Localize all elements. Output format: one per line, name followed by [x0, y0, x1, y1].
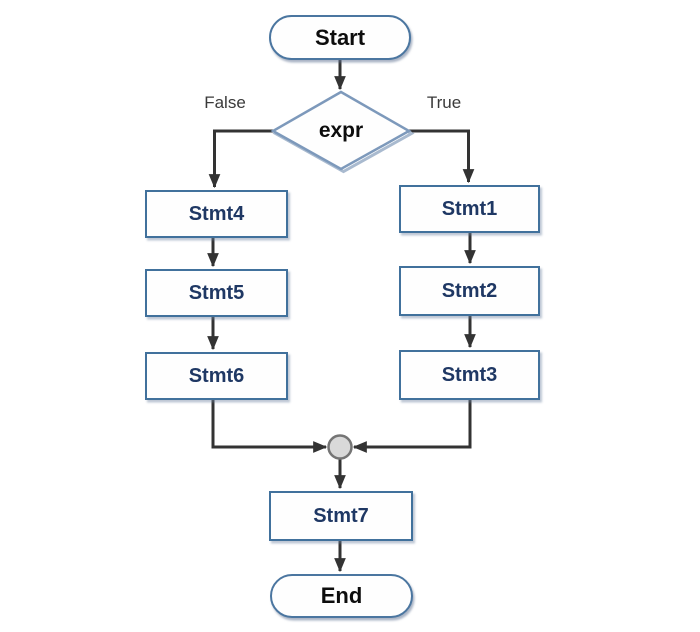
node-stmt1-label: Stmt1 — [441, 197, 498, 220]
node-stmt7: Stmt7 — [269, 491, 413, 541]
node-stmt6: Stmt6 — [145, 352, 288, 400]
decision-diamond — [270, 90, 412, 171]
node-start: Start — [269, 15, 411, 60]
node-stmt2: Stmt2 — [399, 266, 540, 316]
node-stmt6-label: Stmt6 — [188, 364, 245, 387]
edge-decision-stmt4-false — [208, 129, 273, 189]
node-end-label: End — [320, 583, 363, 608]
branch-label-true: True — [413, 92, 475, 114]
node-decision-label: expr — [291, 116, 391, 146]
node-stmt3-label: Stmt3 — [441, 363, 498, 386]
node-stmt2-label: Stmt2 — [441, 279, 498, 302]
node-end: End — [270, 574, 413, 618]
decision-expr-text: expr — [318, 119, 364, 142]
node-stmt4-label: Stmt4 — [188, 202, 245, 225]
merge-point — [327, 434, 353, 460]
false-label-text: False — [204, 93, 246, 112]
node-stmt4: Stmt4 — [145, 190, 288, 238]
edge-stmt3-merge — [352, 400, 472, 453]
node-stmt7-label: Stmt7 — [313, 504, 369, 527]
node-stmt5: Stmt5 — [145, 269, 288, 317]
true-label-text: True — [426, 93, 462, 112]
branch-label-false: False — [194, 92, 256, 114]
edge-decision-stmt1-true — [409, 129, 475, 184]
node-start-label: Start — [314, 24, 366, 50]
node-stmt5-label: Stmt5 — [188, 281, 245, 304]
node-stmt3: Stmt3 — [399, 350, 540, 400]
node-stmt1: Stmt1 — [399, 185, 540, 233]
edge-stmt6-merge — [211, 400, 328, 453]
